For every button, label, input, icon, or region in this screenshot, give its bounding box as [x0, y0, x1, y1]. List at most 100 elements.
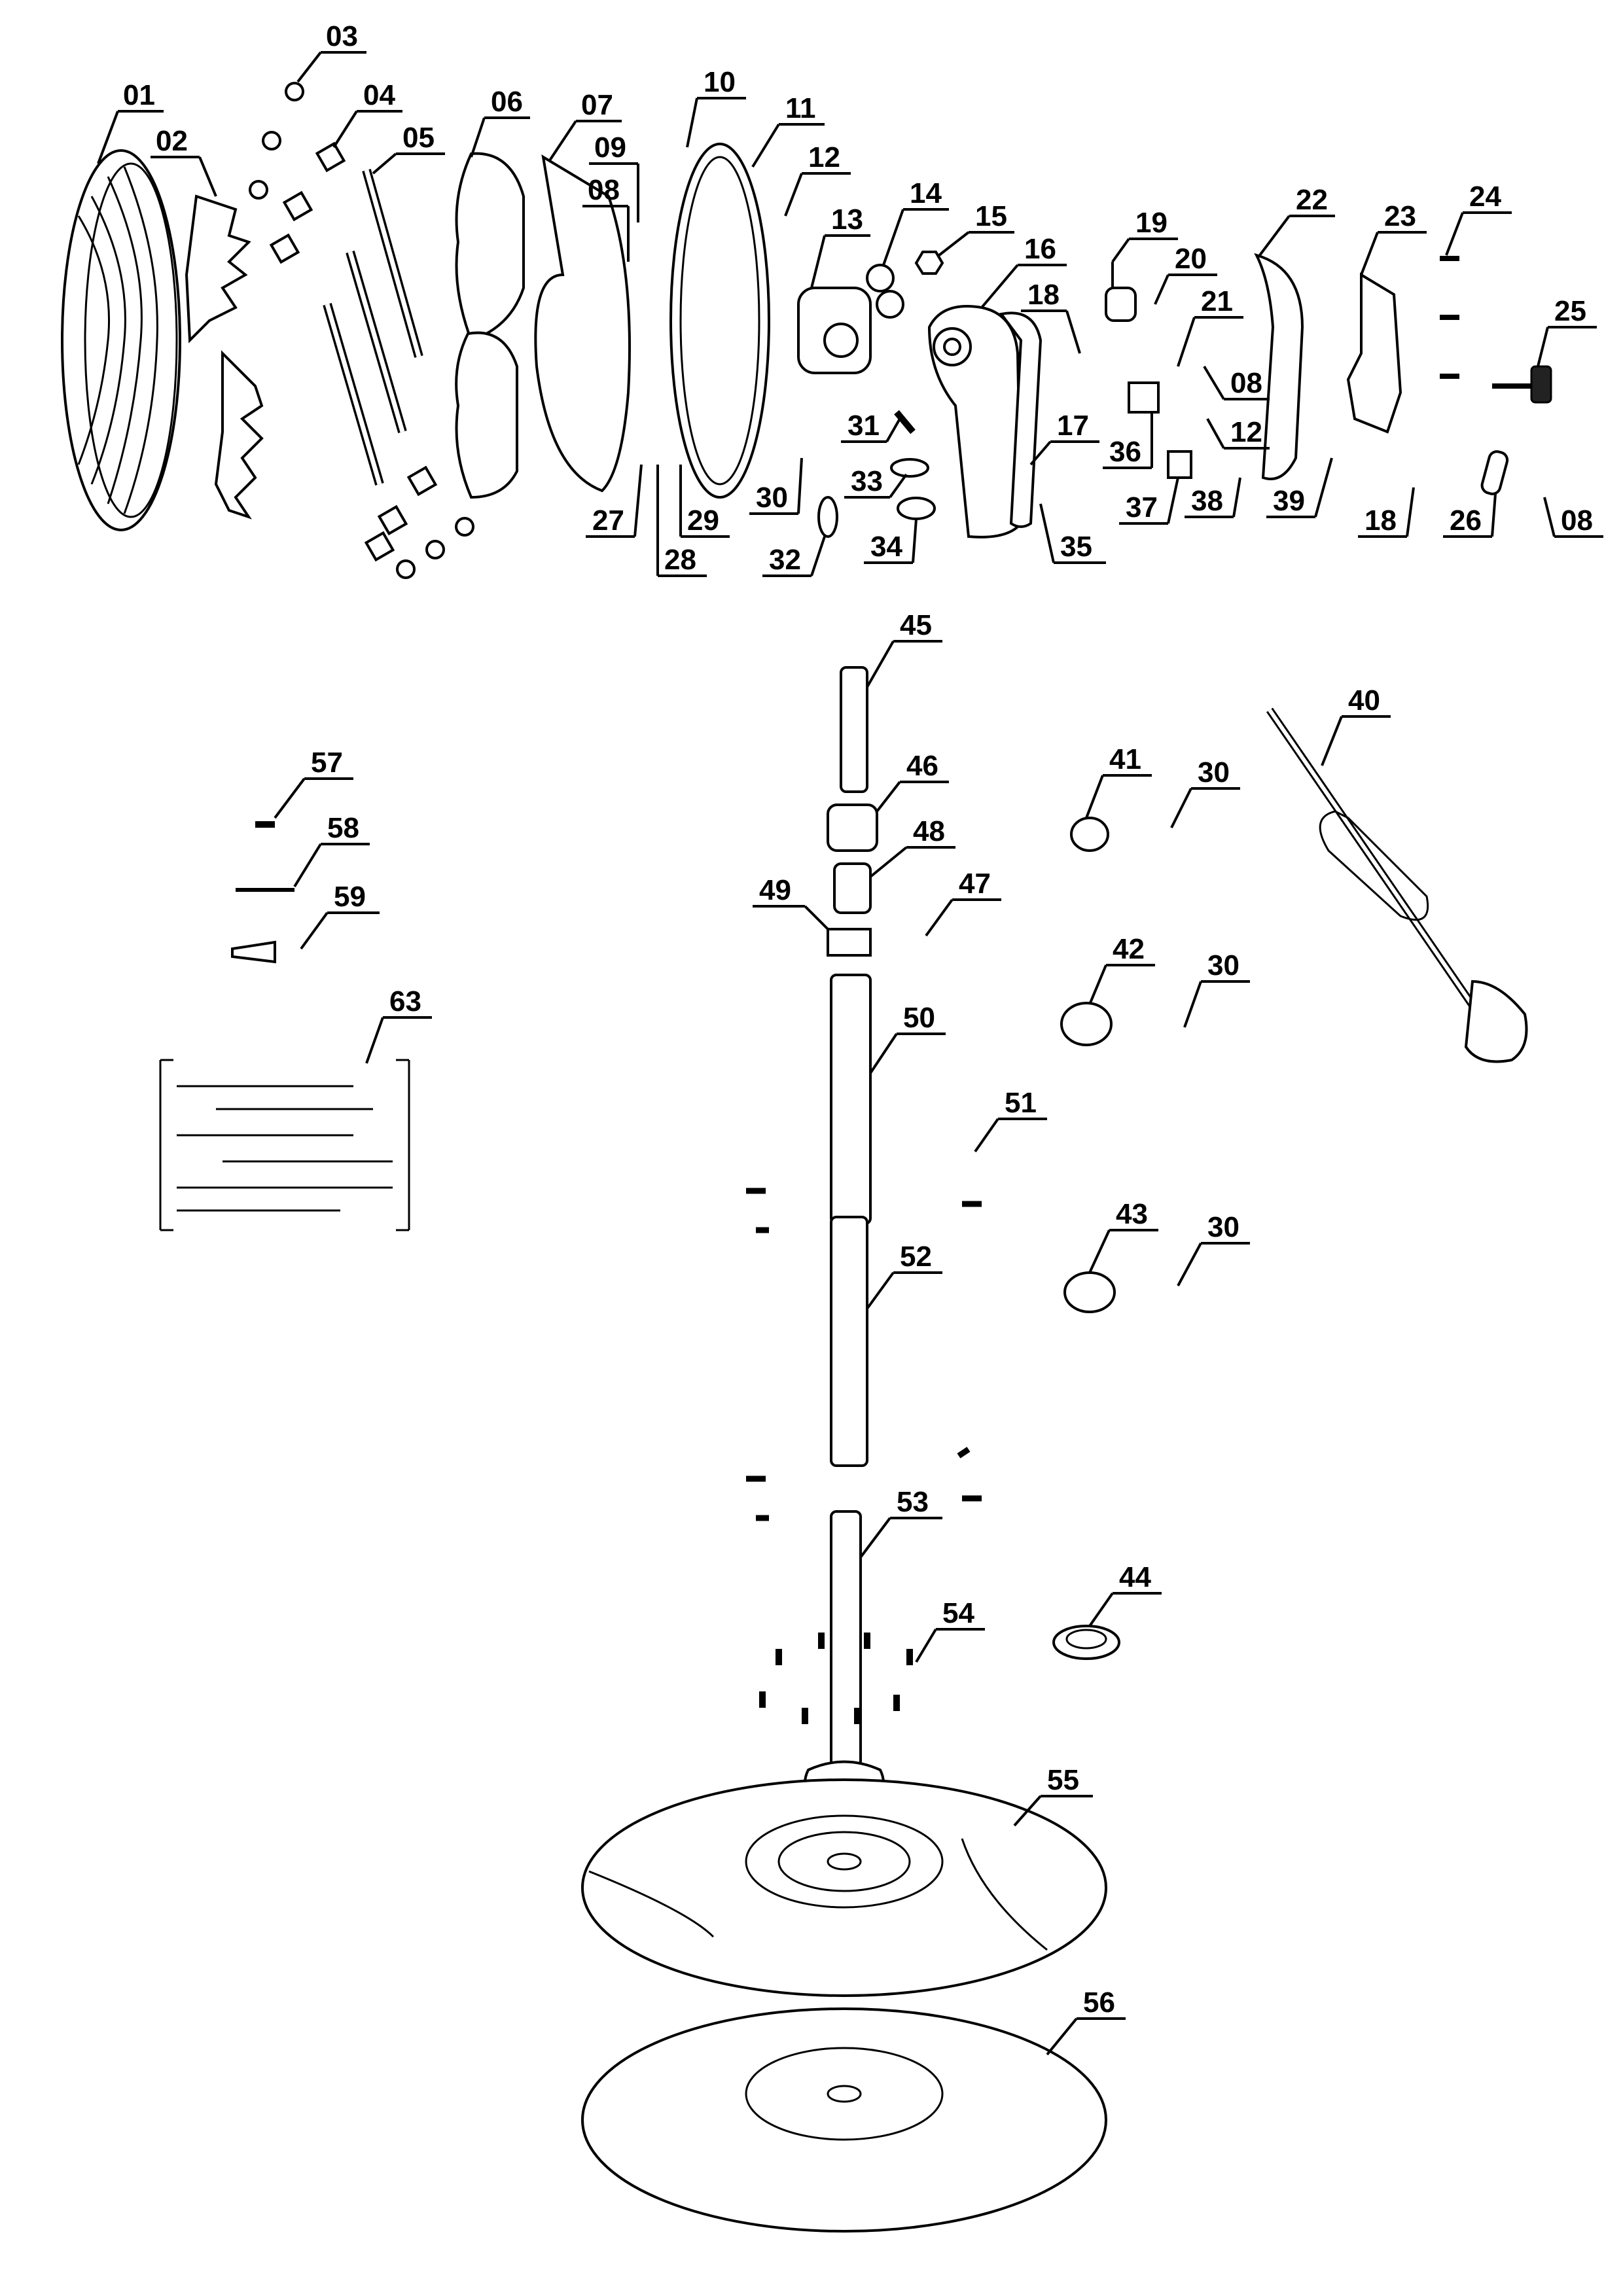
label-16: 16 — [1024, 233, 1056, 265]
label-12a: 12 — [808, 141, 840, 173]
part-bottom-washers — [817, 458, 936, 538]
label-02: 02 — [156, 125, 188, 157]
label-50: 50 — [903, 1002, 935, 1034]
part-fasteners-lower — [364, 465, 474, 579]
part-rear-cover — [1254, 253, 1304, 480]
part-terminal-block — [1167, 450, 1192, 479]
part-washers — [866, 264, 904, 319]
label-49: 49 — [759, 874, 791, 906]
label-10: 10 — [704, 66, 736, 98]
label-07: 07 — [581, 89, 613, 121]
part-clamps — [1060, 817, 1116, 1313]
label-13: 13 — [831, 203, 863, 236]
part-power-cord — [1266, 707, 1528, 1063]
label-28: 28 — [664, 544, 696, 576]
label-59: 59 — [334, 881, 366, 913]
label-15: 15 — [975, 200, 1007, 232]
part-rear-housing — [999, 311, 1043, 528]
part-screw-31 — [894, 410, 916, 434]
part-motor-housing — [927, 305, 1023, 539]
label-43: 43 — [1116, 1198, 1148, 1230]
part-support-rods — [323, 169, 423, 486]
part-lower-pole — [830, 1216, 868, 1467]
label-17: 17 — [1057, 410, 1089, 442]
part-cable-kit — [159, 1059, 410, 1231]
label-54: 54 — [942, 1597, 974, 1629]
label-09: 09 — [594, 132, 626, 164]
part-nut — [914, 251, 944, 275]
label-03: 03 — [326, 20, 358, 52]
label-35: 35 — [1060, 531, 1092, 563]
label-44: 44 — [1119, 1561, 1151, 1593]
part-blade — [455, 152, 525, 499]
part-base-screws — [759, 1633, 913, 1724]
label-40: 40 — [1348, 684, 1380, 716]
label-52: 52 — [900, 1241, 932, 1273]
label-26: 26 — [1450, 504, 1482, 537]
label-21: 21 — [1201, 285, 1233, 317]
part-tilt-knob — [1492, 365, 1552, 404]
part-screws-right — [1440, 256, 1459, 379]
part-pole-screws — [746, 1188, 982, 1521]
part-locking-nuts — [249, 82, 346, 264]
label-58: 58 — [327, 812, 359, 844]
label-55: 55 — [1047, 1764, 1079, 1796]
part-grille-clip — [185, 194, 264, 520]
label-11: 11 — [785, 92, 816, 124]
part-switch-knob — [1105, 262, 1137, 322]
label-46: 46 — [906, 750, 938, 782]
label-48: 48 — [913, 815, 945, 847]
part-middle-pole — [830, 974, 872, 1225]
label-08a: 08 — [588, 174, 620, 206]
label-56: 56 — [1083, 1987, 1115, 2019]
part-labels: 01 02 03 04 05 06 07 09 08 10 11 12 13 1… — [97, 20, 1603, 2056]
part-ring — [1052, 1625, 1120, 1660]
part-rear-grille — [669, 143, 770, 499]
label-38: 38 — [1191, 485, 1223, 517]
label-22: 22 — [1296, 184, 1328, 216]
part-height-collar — [827, 804, 878, 914]
label-24: 24 — [1469, 181, 1501, 213]
label-12b: 12 — [1230, 416, 1262, 448]
label-23: 23 — [1384, 200, 1416, 232]
label-33: 33 — [851, 465, 883, 497]
label-39: 39 — [1273, 485, 1305, 517]
part-wall-hardware — [231, 821, 294, 964]
label-57: 57 — [311, 747, 343, 779]
label-47: 47 — [959, 868, 991, 900]
label-37: 37 — [1126, 491, 1158, 523]
label-18a: 18 — [1027, 279, 1060, 311]
label-06: 06 — [491, 86, 523, 118]
part-cord-clip — [1480, 450, 1509, 495]
label-08b: 08 — [1230, 367, 1262, 399]
part-bottom-pole — [830, 1510, 862, 1768]
label-34: 34 — [870, 531, 902, 563]
label-05: 05 — [402, 122, 435, 154]
label-25: 25 — [1554, 295, 1586, 327]
label-63: 63 — [389, 985, 421, 1017]
label-30a: 30 — [756, 482, 788, 514]
label-29: 29 — [687, 504, 719, 537]
label-36: 36 — [1109, 436, 1141, 468]
part-capacitor — [1128, 381, 1160, 414]
label-19: 19 — [1135, 207, 1168, 239]
label-30b: 30 — [1198, 756, 1230, 788]
label-31: 31 — [847, 410, 880, 442]
part-upper-pole — [840, 666, 868, 793]
label-45: 45 — [900, 609, 932, 641]
label-41: 41 — [1109, 743, 1141, 775]
label-42: 42 — [1113, 933, 1145, 965]
label-53: 53 — [897, 1486, 929, 1518]
label-01: 01 — [123, 79, 155, 111]
part-front-grille — [61, 149, 181, 531]
label-08c: 08 — [1561, 504, 1593, 537]
label-30c: 30 — [1207, 949, 1240, 981]
part-bushing — [827, 928, 872, 957]
label-27: 27 — [592, 504, 624, 537]
part-spinner — [534, 154, 631, 493]
label-14: 14 — [910, 177, 942, 209]
label-18b: 18 — [1364, 504, 1397, 537]
label-51: 51 — [1005, 1087, 1037, 1119]
label-04: 04 — [363, 79, 395, 111]
